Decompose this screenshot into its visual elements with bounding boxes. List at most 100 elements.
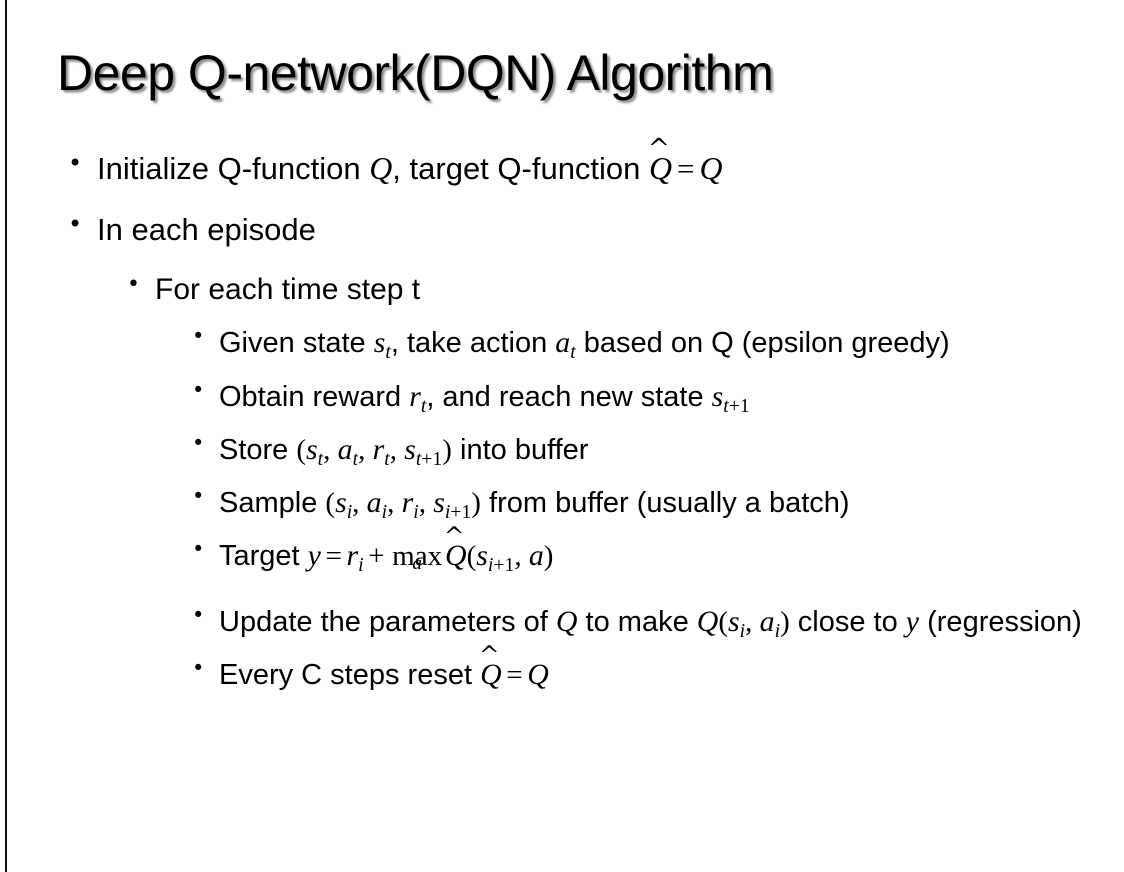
math-comma: , [352, 486, 367, 519]
math-rparen: ) [471, 486, 481, 519]
bullet-dot-icon: • [192, 377, 205, 402]
bullet-dot-icon: • [68, 149, 83, 177]
math-var-qhat-base: Q [444, 538, 467, 572]
math-sub: i [358, 553, 364, 576]
math-comma: , [323, 433, 338, 466]
math-comma: , [387, 486, 402, 519]
math-var-a: a [337, 432, 353, 466]
math-rparen: ) [780, 606, 790, 639]
list-item: • Given state st, take action at based o… [0, 322, 1124, 366]
sub-index: t [723, 394, 729, 417]
math-equals: = [506, 659, 523, 692]
math-var-q: Q [527, 658, 549, 692]
math-rparen: ) [442, 433, 452, 466]
math-sub: i [739, 619, 746, 642]
math-var-s: s [404, 432, 416, 466]
list-item: • In each episode [0, 209, 1124, 251]
math-sub: t [352, 447, 359, 470]
sub-plus: + [421, 447, 433, 470]
text-run: Sample [219, 486, 326, 519]
math-sub: i [381, 500, 388, 523]
sub-plus: + [450, 500, 462, 523]
math-var-qhat-base: Q [649, 151, 673, 186]
math-qhat: ^Q [479, 642, 502, 695]
math-sub: t [384, 447, 390, 470]
math-qhat: ^Q [444, 523, 467, 576]
math-lparen: ( [325, 486, 336, 519]
math-var-r: r [409, 379, 421, 413]
math-var-y: y [307, 538, 321, 572]
page-title: Deep Q-network(DQN) Algorithm [57, 45, 774, 101]
sub-number: 1 [432, 447, 443, 470]
text-run: Target [219, 539, 308, 572]
math-var-s: s [711, 379, 724, 413]
sub-plus: + [493, 553, 505, 576]
list-item: • For each time step t [0, 270, 1124, 310]
bullet-dot-icon: • [192, 603, 205, 628]
math-comma: , [514, 539, 529, 572]
math-lparen: ( [466, 539, 477, 572]
bullet-list: • Initialize Q-function Q, target Q-func… [0, 136, 1124, 704]
math-var-r: r [372, 432, 385, 466]
list-item: • Obtain reward rt, and reach new state … [0, 376, 1124, 420]
list-item: • Sample (si, ai, ri, si+1) from buffer … [0, 482, 1124, 526]
math-equals: = [325, 539, 342, 572]
math-sub: t+1 [416, 448, 442, 470]
math-sub: t [317, 447, 324, 470]
math-equals: = [677, 151, 695, 186]
math-sub: i [774, 619, 781, 642]
math-var-y: y [905, 605, 920, 639]
text-run: Every C steps reset [219, 659, 481, 692]
hat-accent: ^ [647, 133, 670, 164]
text-run: Initialize Q-function [97, 151, 370, 186]
list-item-text: Sample (si, ai, ri, si+1) from buffer (u… [219, 482, 1096, 526]
text-run: (regression) [919, 606, 1082, 639]
math-comma: , [418, 486, 434, 519]
math-sub: i+1 [445, 501, 471, 523]
math-lparen: ( [296, 433, 307, 466]
sub-index: i [444, 500, 451, 523]
math-var-a: a [555, 326, 571, 360]
math-var-s: s [433, 485, 445, 519]
list-item-text: In each episode [97, 212, 316, 248]
math-rparen: ) [543, 539, 554, 572]
math-sub: i [413, 500, 419, 523]
math-var-a: a [528, 538, 544, 572]
math-plus: + [368, 539, 385, 572]
text-run: based on Q (epsilon greedy) [575, 327, 950, 360]
math-sub: t [420, 394, 427, 417]
math-sub: t+1 [723, 394, 749, 416]
list-item-text: Given state st, take action at based on … [219, 322, 1096, 366]
list-item-text: Every C steps reset ^Q=Q [219, 642, 1096, 695]
math-var-q2: Q [699, 151, 723, 186]
math-comma: , [358, 433, 373, 466]
math-var-s: s [306, 432, 318, 466]
bullet-dot-icon: • [127, 272, 140, 298]
math-sub: t [570, 341, 576, 364]
math-var-s: s [373, 326, 386, 360]
math-var-q: Q [555, 605, 578, 639]
text-run: , take action [390, 327, 556, 360]
sub-number: 1 [461, 500, 472, 523]
bullet-dot-icon: • [192, 536, 205, 561]
math-var-a: a [759, 605, 775, 639]
text-run: into buffer [451, 433, 589, 466]
math-qhat: ^Q [648, 136, 673, 190]
hat-accent: ^ [443, 520, 465, 550]
text-run: to make [577, 606, 697, 639]
math-var-q: Q [369, 151, 393, 186]
text-run: Store [219, 433, 297, 466]
math-var-s: s [728, 605, 740, 639]
math-var-r: r [346, 538, 359, 572]
text-run: close to [789, 606, 906, 639]
math-var-r: r [401, 485, 414, 519]
math-sub: t [385, 341, 391, 364]
text-run: Obtain reward [219, 380, 410, 413]
max-label: max [392, 539, 443, 572]
text-run: Given state [219, 327, 374, 360]
list-item-text: Update the parameters of Q to make Q(si,… [219, 601, 1096, 645]
bullet-dot-icon: • [192, 483, 205, 508]
